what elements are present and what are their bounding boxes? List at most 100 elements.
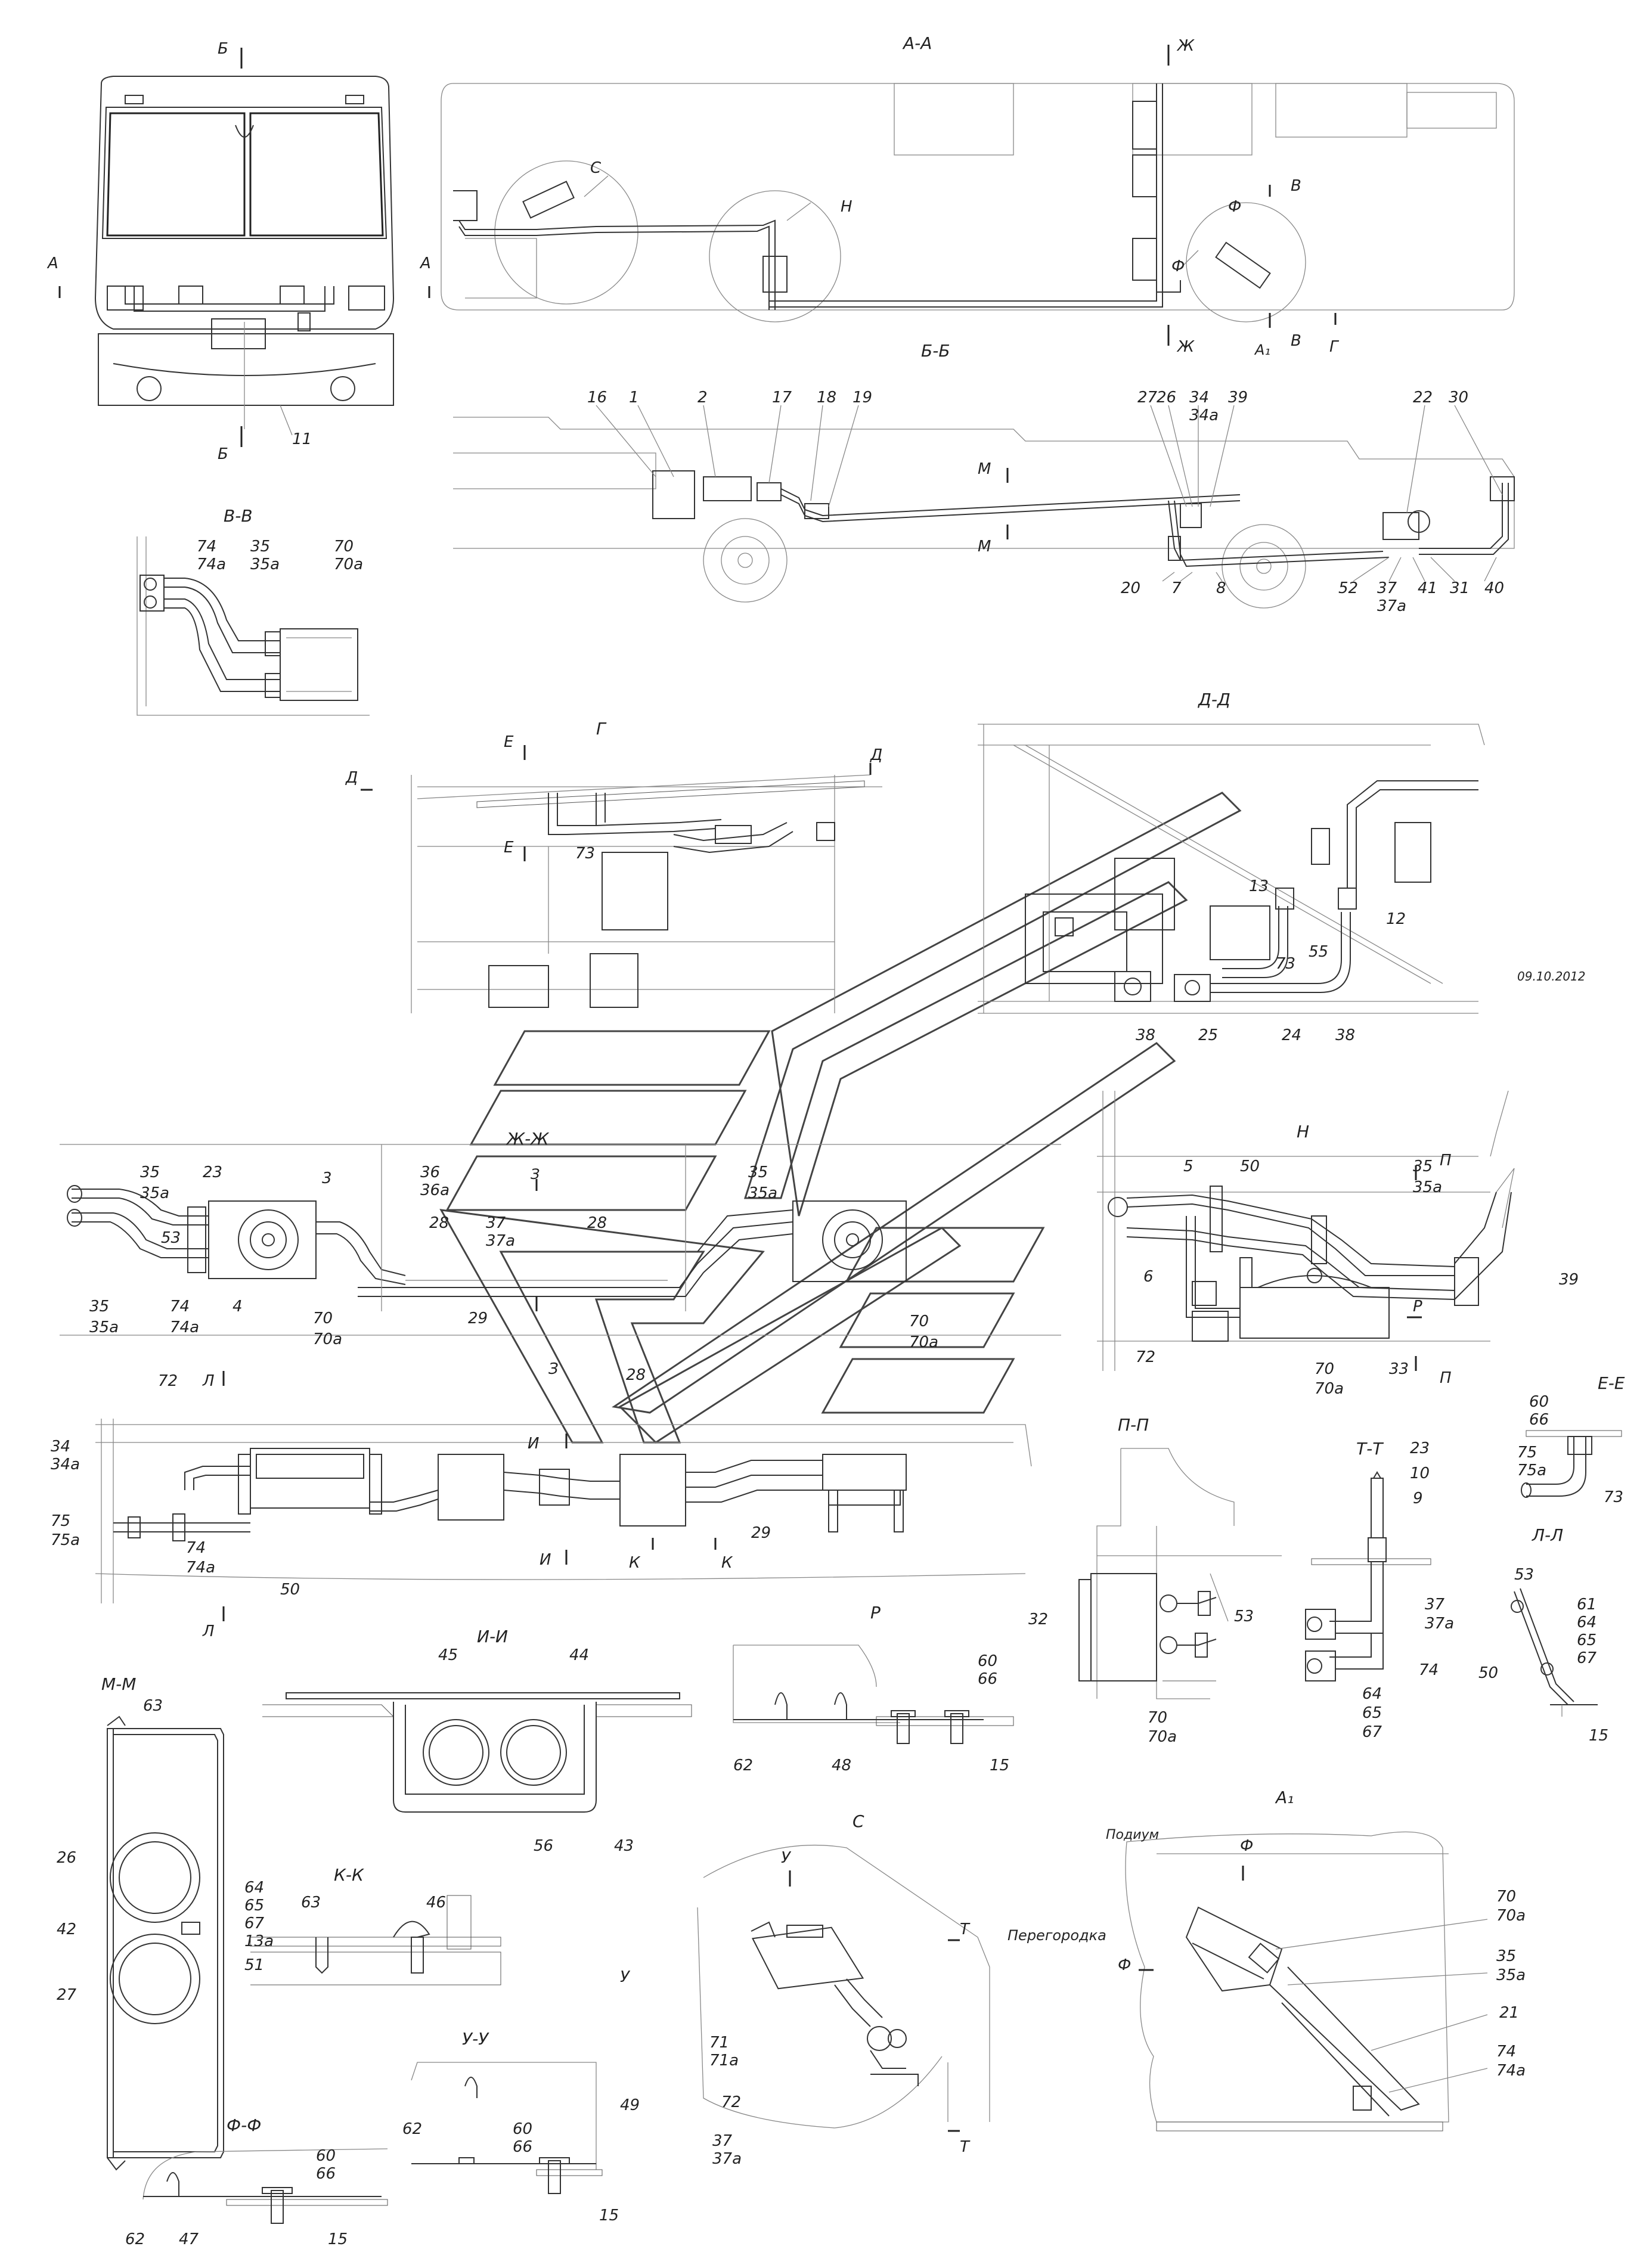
bb-label-30: 30 <box>1449 389 1468 407</box>
section-pp: П-П 32 53 70 70а <box>1028 1415 1282 1746</box>
aa-mark-v-top: В <box>1291 177 1301 195</box>
vv-label-70: 70 <box>334 538 354 556</box>
mm-label-42: 42 <box>57 1920 76 1938</box>
bb-label-37a: 37а <box>1377 597 1406 615</box>
c-label-71a: 71а <box>709 2052 739 2070</box>
l-label-29: 29 <box>751 1524 771 1542</box>
l-mark-k-left: К <box>629 1554 641 1572</box>
c-note-partition: Перегородка <box>1008 1927 1106 1944</box>
bb-label-37: 37 <box>1377 579 1397 597</box>
dd-label-55: 55 <box>1309 943 1328 961</box>
section-pp-title: П-П <box>1118 1415 1149 1435</box>
r-label-62: 62 <box>733 1757 753 1774</box>
section-aa-title: А-А <box>902 33 932 53</box>
mm-label-27: 27 <box>57 1986 77 2004</box>
mm-label-63: 63 <box>143 1697 163 1715</box>
c-mark-u-bottom: У <box>620 1968 631 1986</box>
aa-mark-zh-top: Ж <box>1176 37 1195 55</box>
zz-label-3-top: 3 <box>322 1169 332 1187</box>
pp-label-53: 53 <box>1234 1608 1254 1625</box>
front-label-11: 11 <box>292 430 312 448</box>
a1-label-70a: 70а <box>1496 1907 1526 1925</box>
tt-label-23: 23 <box>1410 1439 1430 1457</box>
section-ll: Л-Л 53 50 61 64 65 67 15 <box>1478 1525 1608 1745</box>
bb-label-1: 1 <box>629 389 639 407</box>
bb-label-34: 34 <box>1189 389 1209 407</box>
aa-mark-v-bottom: В <box>1291 332 1301 350</box>
r-label-48: 48 <box>832 1757 851 1774</box>
zz-label-35-bottom: 35 <box>89 1298 109 1315</box>
ll-label-64: 64 <box>1577 1614 1596 1631</box>
aa-mark-f-side: Ф <box>1171 257 1185 275</box>
bb-label-22: 22 <box>1413 389 1433 407</box>
bb-label-27: 27 <box>1137 389 1158 407</box>
bb-label-2: 2 <box>698 389 708 407</box>
g-mark-e-bottom: Е <box>504 839 514 857</box>
dd-label-73: 73 <box>1276 955 1295 973</box>
section-zhzh: Ж-Ж З З 35 35а 23 3 36 36а 37 37а 28 35 … <box>60 1129 1061 1378</box>
n-label-35: 35 <box>1413 1158 1433 1175</box>
tt-label-74: 74 <box>1419 1661 1439 1679</box>
dd-label-24: 24 <box>1282 1026 1301 1044</box>
bb-label-31: 31 <box>1450 579 1470 597</box>
view-c: С У У Т Т Перегородка 71 71а 72 37 37а <box>620 1811 1106 2168</box>
l-label-34a: 34а <box>51 1456 80 1473</box>
bb-label-7: 7 <box>1171 579 1182 597</box>
ii-label-43: 43 <box>614 1837 634 1855</box>
ff-label-15: 15 <box>328 2230 348 2248</box>
ll-label-53: 53 <box>1514 1566 1534 1584</box>
bb-label-41: 41 <box>1418 579 1437 597</box>
ll-label-65: 65 <box>1577 1631 1596 1649</box>
g-mark-e-top: Е <box>504 733 514 751</box>
c-mark-u-top: У <box>781 1849 792 1867</box>
zz-label-28-left: 28 <box>429 1214 449 1232</box>
ll-label-61: 61 <box>1577 1596 1596 1614</box>
n-label-5: 5 <box>1183 1158 1194 1175</box>
section-kk: К-К 63 46 <box>250 1865 501 1985</box>
aa-label-s: С <box>590 159 602 177</box>
l-mark-l-bottom: Л <box>202 1622 215 1640</box>
view-n: Н П П Р 5 50 35 35а 6 39 72 70 70а 33 <box>1097 1090 1579 1398</box>
uu-label-15: 15 <box>599 2207 619 2224</box>
view-a1-title: А₁ <box>1275 1788 1294 1807</box>
ee-label-60: 60 <box>1529 1393 1549 1411</box>
pp-label-70a: 70а <box>1148 1728 1177 1746</box>
uu-label-49: 49 <box>620 2096 640 2114</box>
view-l: Л Л И И К К 72 34 34а 75 75а 74 74а 50 2… <box>51 1366 1032 1640</box>
tt-label-65: 65 <box>1362 1704 1382 1722</box>
a1-mark-f-side: Ф <box>1118 1956 1131 1974</box>
l-label-50: 50 <box>280 1581 300 1599</box>
view-g: Г Е Е Д Д 73 <box>345 719 882 1013</box>
section-ee: Е-Е 60 66 75 75а 73 <box>1517 1373 1625 1506</box>
mm-label-64: 64 <box>244 1879 264 1897</box>
drawing-date: 09.10.2012 <box>1517 969 1586 983</box>
ll-label-50: 50 <box>1478 1664 1498 1682</box>
zz-label-53: 53 <box>161 1229 181 1247</box>
view-c-title: С <box>852 1811 864 1831</box>
view-g-title: Г <box>596 719 607 739</box>
bb-label-8: 8 <box>1216 579 1226 597</box>
n-label-70a: 70а <box>1315 1380 1344 1398</box>
zz-label-74: 74 <box>170 1298 190 1315</box>
zz-label-35a-mid: 35а <box>748 1184 777 1202</box>
zz-mark-z-bottom: З <box>548 1360 559 1378</box>
bb-label-16: 16 <box>587 389 607 407</box>
n-label-39: 39 <box>1559 1271 1579 1289</box>
c-label-37: 37 <box>712 2132 733 2150</box>
section-tt: Т-Т 23 10 9 37 37а 74 64 65 67 <box>1305 1439 1454 1741</box>
a1-note-podium: Подиум <box>1106 1828 1159 1842</box>
section-bb-title: Б-Б <box>921 341 950 361</box>
bb-label-20: 20 <box>1121 579 1140 597</box>
n-label-33: 33 <box>1389 1360 1409 1378</box>
n-mark-r: Р <box>1413 1298 1422 1315</box>
dd-label-12: 12 <box>1386 910 1406 928</box>
section-ff: Ф-Ф 60 66 62 47 15 <box>125 2115 388 2248</box>
ii-label-44: 44 <box>569 1646 589 1664</box>
uu-label-62: 62 <box>402 2120 422 2138</box>
zz-label-70-left: 70 <box>313 1310 333 1327</box>
zz-label-35a-bottom: 35а <box>89 1318 119 1336</box>
ll-label-15: 15 <box>1589 1727 1608 1745</box>
l-label-28: 28 <box>626 1366 646 1384</box>
tt-label-67: 67 <box>1362 1723 1382 1741</box>
